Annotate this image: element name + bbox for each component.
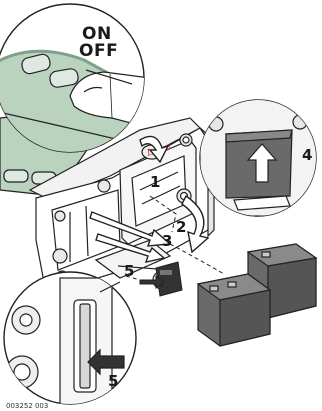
- off-label: OFF: [79, 43, 118, 60]
- step-3-label: 3: [162, 234, 172, 249]
- battery-front: [198, 274, 270, 346]
- figure-id: 003252 003: [6, 402, 48, 410]
- step-5-label: 5: [124, 264, 134, 279]
- step-5-detail-label: 5: [108, 374, 118, 389]
- step-1-label: 1: [150, 175, 160, 190]
- step-4-label: 4: [302, 148, 312, 163]
- step-2-label: 2: [176, 220, 186, 235]
